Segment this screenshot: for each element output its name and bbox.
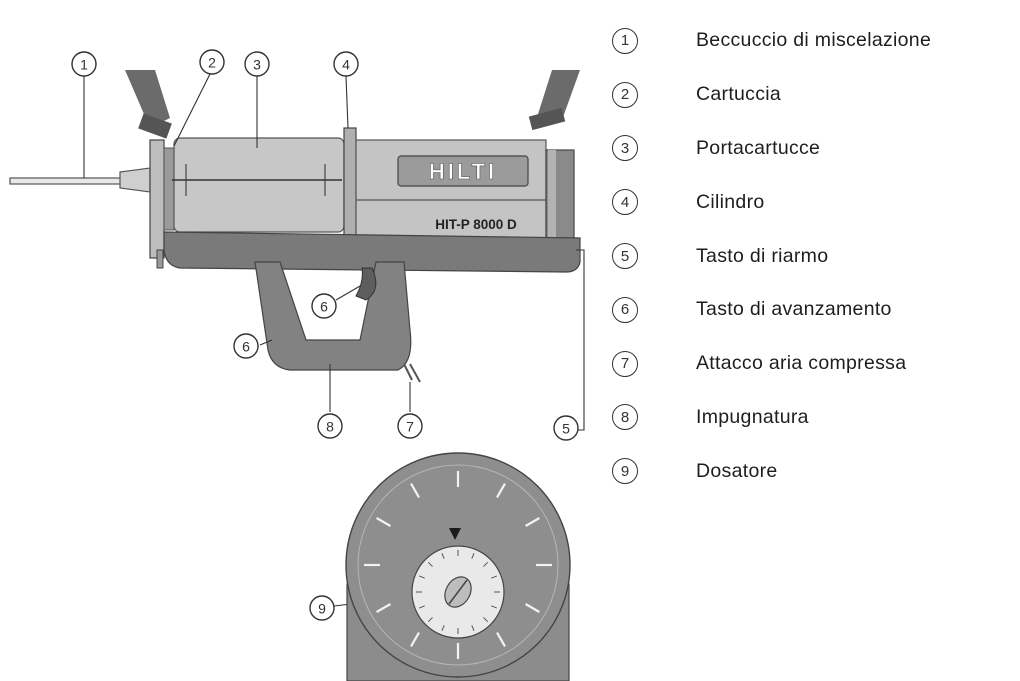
callout-1: 1	[71, 51, 97, 77]
dosing-dial	[345, 452, 571, 681]
svg-text:5: 5	[562, 421, 570, 437]
legend-label: Cilindro	[696, 190, 765, 213]
legend-label: Dosatore	[696, 459, 778, 482]
svg-text:2: 2	[208, 55, 216, 71]
legend-number: 9	[612, 458, 638, 485]
handle	[254, 261, 412, 371]
legend-label: Portacartucce	[696, 136, 821, 159]
strap-right	[538, 70, 580, 120]
callout-8: 8	[317, 413, 343, 439]
cartridge-holder	[173, 137, 345, 233]
body-rail	[163, 231, 581, 273]
callout-4: 4	[333, 51, 359, 77]
air-connector	[403, 363, 421, 383]
svg-text:9: 9	[318, 601, 326, 617]
strap-left	[125, 70, 170, 128]
legend-label: Attacco aria compressa	[696, 352, 907, 375]
legend-label: Beccuccio di miscelazione	[696, 29, 932, 52]
legend-item-3: 3 Portacartucce	[612, 122, 1012, 176]
svg-text:3: 3	[253, 57, 261, 73]
callout-3: 3	[244, 51, 270, 77]
legend-item-2: 2 Cartuccia	[612, 68, 1012, 122]
svg-text:6: 6	[320, 299, 328, 315]
legend-item-4: 4 Cilindro	[612, 175, 1012, 229]
svg-text:4: 4	[342, 57, 350, 73]
parts-legend: 1 Beccuccio di miscelazione 2 Cartuccia 3 P…	[612, 14, 1012, 498]
legend-number: 2	[612, 81, 638, 108]
callout-6-trigger: 6	[311, 293, 337, 319]
legend-label: Cartuccia	[696, 83, 782, 106]
legend-label: Tasto di avanzamento	[696, 298, 892, 321]
dispenser-illustration: HILTI HIT-P 8000 D	[9, 49, 585, 681]
legend-item-8: 8 Impugnatura	[612, 391, 1012, 445]
brand-plate	[397, 155, 529, 187]
legend-number: 5	[612, 243, 638, 270]
legend-item-6: 6 Tasto di avanzamento	[612, 283, 1012, 337]
legend-label: Impugnatura	[696, 405, 809, 428]
model-label: HIT-P 8000 D	[435, 217, 517, 232]
dial-ticks	[364, 471, 552, 659]
legend-number: 4	[612, 189, 638, 216]
legend-item-7: 7 Attacco aria compressa	[612, 337, 1012, 391]
callout-9: 9	[309, 595, 335, 621]
callout-6-handle: 6	[233, 333, 259, 359]
callout-5: 5	[553, 415, 579, 441]
svg-text:6: 6	[242, 339, 250, 355]
svg-text:7: 7	[406, 419, 414, 435]
legend-label: Tasto di riarmo	[696, 244, 829, 267]
callout-7: 7	[397, 413, 423, 439]
dial-pointer	[449, 528, 461, 540]
legend-number: 6	[612, 296, 638, 323]
legend-item-9: 9 Dosatore	[612, 444, 1012, 498]
dispenser-side-view: HILTI HIT-P 8000 D	[9, 70, 585, 607]
svg-text:1: 1	[80, 57, 88, 73]
legend-number: 3	[612, 135, 638, 162]
brand-logo: HILTI	[429, 159, 497, 184]
svg-text:8: 8	[326, 419, 334, 435]
callout-2: 2	[199, 49, 225, 75]
legend-item-5: 5 Tasto di riarmo	[612, 229, 1012, 283]
legend-number: 8	[612, 404, 638, 431]
trigger	[355, 267, 377, 301]
legend-item-1: 1 Beccuccio di miscelazione	[612, 14, 1012, 68]
legend-number: 1	[612, 27, 638, 54]
legend-number: 7	[612, 350, 638, 377]
